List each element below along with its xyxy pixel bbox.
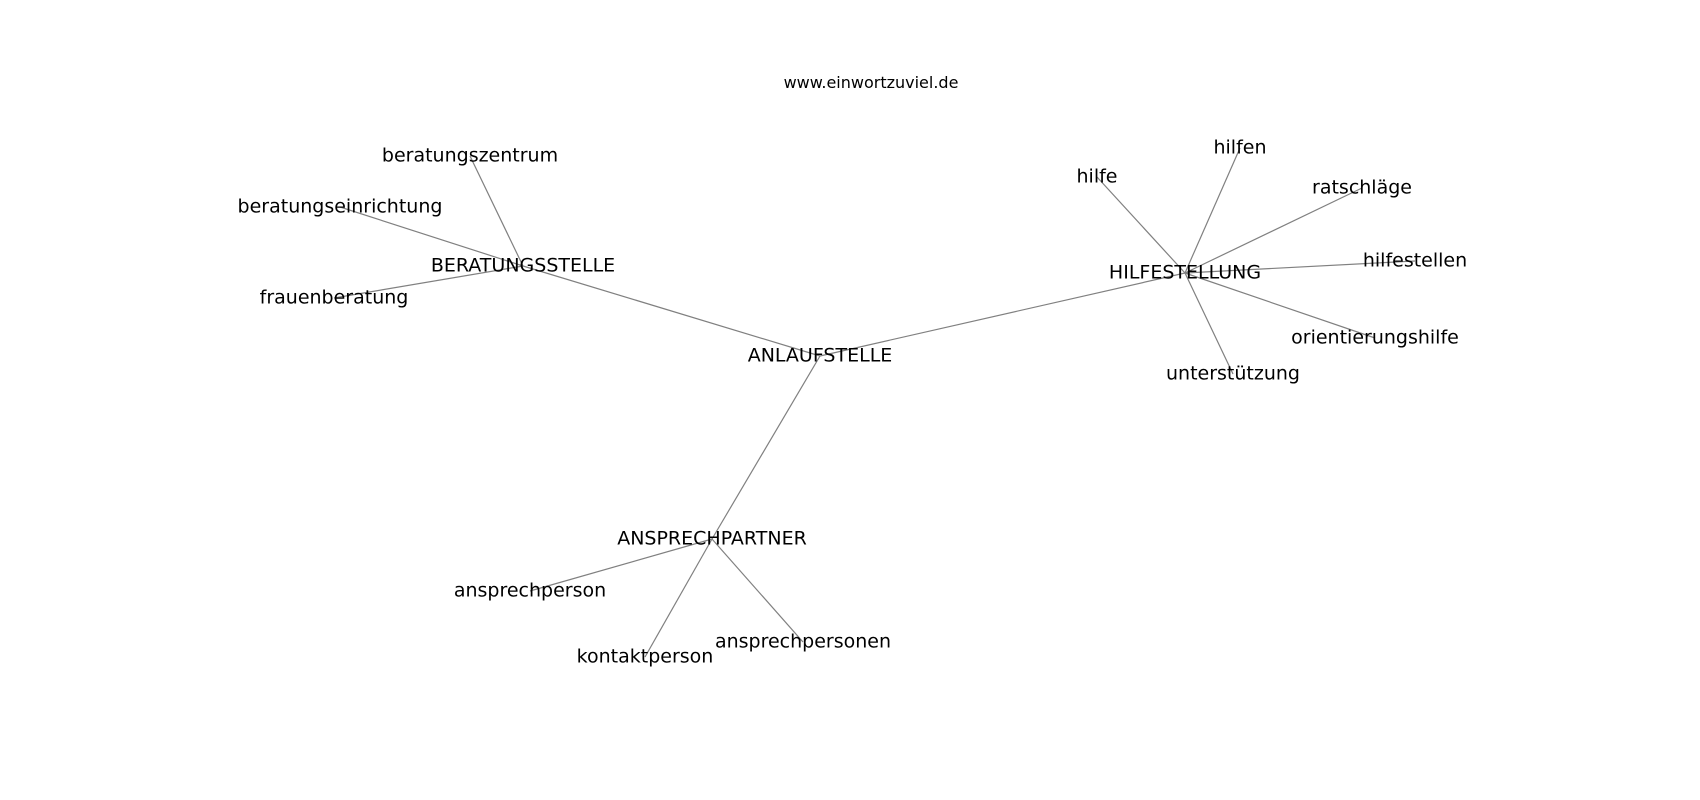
node-label-beratungsstelle: BERATUNGSSTELLE <box>431 255 615 277</box>
node-label-anlaufstelle: ANLAUFSTELLE <box>748 345 893 367</box>
node-label-ratschlaege: ratschläge <box>1312 177 1412 199</box>
edge-beratungsstelle-beratungseinrichtung <box>339 206 524 267</box>
edges-layer <box>333 147 1416 658</box>
edge-hilfestellung-ratschlaege <box>1184 187 1363 274</box>
node-label-kontaktperson: kontaktperson <box>577 646 714 668</box>
edge-anlaufstelle-ansprechpartner <box>711 355 821 540</box>
edge-anlaufstelle-hilfestellung <box>819 272 1186 357</box>
node-label-unterstuetzung: unterstützung <box>1166 363 1300 385</box>
edge-ansprechpartner-ansprechpersonen <box>711 538 804 643</box>
edge-beratungsstelle-frauenberatung <box>333 265 524 299</box>
node-label-ansprechperson: ansprechperson <box>454 580 606 602</box>
edge-hilfestellung-orientierungshilfe <box>1184 272 1376 339</box>
node-label-beratungszentrum: beratungszentrum <box>382 145 558 167</box>
edge-hilfestellung-hilfe <box>1096 176 1186 274</box>
edge-hilfestellung-hilfestellen <box>1184 260 1416 274</box>
edge-hilfestellung-hilfen <box>1184 147 1241 274</box>
labels-layer: ANLAUFSTELLE BERATUNGSSTELLE HILFESTELLUNG… <box>238 137 1468 668</box>
node-label-frauenberatung: frauenberatung <box>260 287 409 309</box>
edge-beratungsstelle-beratungszentrum <box>469 155 524 267</box>
edge-anlaufstelle-beratungsstelle <box>522 265 821 357</box>
node-label-ansprechpartner: ANSPRECHPARTNER <box>617 528 807 550</box>
node-label-hilfe: hilfe <box>1077 166 1118 188</box>
site-label: www.einwortzuviel.de <box>784 73 959 92</box>
node-label-beratungseinrichtung: beratungseinrichtung <box>238 196 443 218</box>
edge-ansprechpartner-kontaktperson <box>644 538 713 658</box>
node-label-hilfestellen: hilfestellen <box>1363 250 1467 272</box>
edge-ansprechpartner-ansprechperson <box>529 538 713 592</box>
node-label-hilfen: hilfen <box>1213 137 1266 159</box>
node-label-orientierungshilfe: orientierungshilfe <box>1291 327 1459 349</box>
node-label-hilfestellung: HILFESTELLUNG <box>1109 262 1261 284</box>
node-label-ansprechpersonen: ansprechpersonen <box>715 631 891 653</box>
edge-hilfestellung-unterstuetzung <box>1184 272 1234 375</box>
